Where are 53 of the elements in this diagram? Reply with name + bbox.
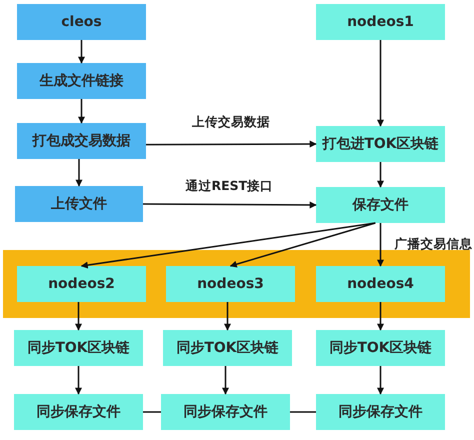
arrow bbox=[143, 201, 317, 208]
process-box bbox=[163, 330, 292, 366]
arrow bbox=[80, 222, 376, 269]
node-label: nodeos1 bbox=[347, 14, 414, 30]
node-label: nodeos3 bbox=[197, 276, 264, 292]
arrow bbox=[75, 366, 82, 395]
node-label: 同步保存文件 bbox=[36, 403, 120, 421]
arrow bbox=[76, 159, 82, 187]
node-label: 同步保存文件 bbox=[338, 403, 422, 421]
connector-line bbox=[290, 411, 316, 413]
arrow bbox=[78, 99, 85, 124]
node-label: 打包成交易数据 bbox=[32, 132, 130, 150]
process-box bbox=[17, 266, 146, 302]
group-band bbox=[3, 250, 470, 318]
arrow bbox=[75, 302, 82, 331]
node-label: nodeos2 bbox=[48, 276, 115, 292]
node-label: nodeos4 bbox=[347, 276, 414, 292]
arrow bbox=[224, 302, 231, 331]
node-label: 同步TOK区块链 bbox=[27, 339, 130, 357]
process-box bbox=[161, 394, 290, 430]
arrow bbox=[377, 302, 384, 331]
arrow bbox=[78, 40, 85, 64]
process-box bbox=[15, 186, 143, 222]
process-box bbox=[316, 266, 445, 302]
node-label: 同步TOK区块链 bbox=[176, 339, 279, 357]
process-box bbox=[17, 4, 146, 40]
process-box bbox=[316, 330, 445, 366]
edge-label: 广播交易信息 bbox=[394, 236, 474, 252]
process-box bbox=[17, 123, 146, 159]
process-box bbox=[316, 126, 445, 162]
node-label: cleos bbox=[61, 14, 102, 30]
arrow bbox=[222, 366, 229, 395]
node-label: 同步保存文件 bbox=[184, 403, 268, 421]
process-box bbox=[316, 187, 445, 223]
edge-label: 上传交易数据 bbox=[190, 114, 272, 131]
process-box bbox=[316, 4, 445, 40]
arrow bbox=[146, 140, 317, 148]
arrow bbox=[377, 366, 384, 395]
node-label: 生成文件链接 bbox=[40, 72, 124, 90]
process-box bbox=[14, 330, 143, 366]
node-label: 上传文件 bbox=[51, 195, 107, 213]
connector-line bbox=[143, 411, 161, 413]
process-box bbox=[17, 63, 146, 99]
arrow bbox=[230, 222, 376, 268]
process-box bbox=[166, 266, 295, 302]
node-label: 保存文件 bbox=[352, 196, 408, 214]
process-box bbox=[316, 394, 445, 430]
arrow bbox=[377, 223, 384, 267]
node-label: 同步TOK区块链 bbox=[329, 339, 432, 357]
arrow bbox=[377, 162, 384, 188]
node-label: 打包进TOK区块链 bbox=[322, 135, 439, 153]
process-box bbox=[14, 394, 143, 430]
arrow bbox=[377, 40, 384, 127]
